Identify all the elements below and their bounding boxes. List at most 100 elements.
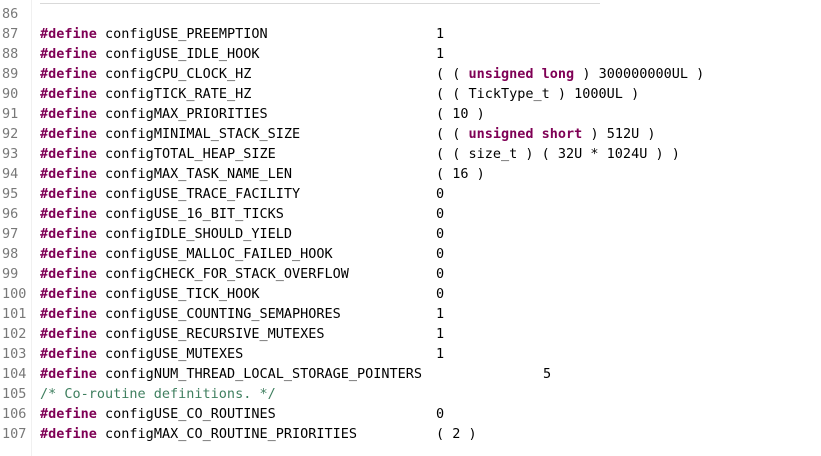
previous-line-hint <box>40 0 600 4</box>
line-number: 106 <box>2 406 27 422</box>
line-number: 90 <box>2 86 19 102</box>
macro-value: ( 10 ) <box>436 104 485 124</box>
line-number: 88 <box>2 46 19 62</box>
code-text: #define configUSE_COUNTING_SEMAPHORES <box>40 304 341 324</box>
value-text: ) 512U ) <box>582 126 656 142</box>
code-text: #define configMINIMAL_STACK_SIZE <box>40 124 300 144</box>
code-text: /* Co-routine definitions. */ <box>40 384 276 404</box>
macro-name: configUSE_CO_ROUTINES <box>105 406 276 422</box>
code-line[interactable]: 97 #define configIDLE_SHOULD_YIELD 0 <box>0 224 821 244</box>
line-number: 105 <box>2 386 27 402</box>
type-keyword: unsigned long <box>468 66 575 82</box>
macro-name: configUSE_MALLOC_FAILED_HOOK <box>105 246 333 262</box>
macro-value: 0 <box>436 284 444 304</box>
code-text: #define configUSE_MUTEXES <box>40 344 243 364</box>
type-keyword: unsigned short <box>468 126 583 142</box>
macro-name: configMAX_TASK_NAME_LEN <box>105 166 292 182</box>
value-text: ( 2 ) <box>436 426 477 442</box>
macro-value: ( ( TickType_t ) 1000UL ) <box>436 84 639 104</box>
macro-value: 0 <box>436 264 444 284</box>
line-number: 93 <box>2 146 19 162</box>
code-line[interactable]: 105 /* Co-routine definitions. */ <box>0 384 821 404</box>
macro-value: 0 <box>436 184 444 204</box>
value-text: 0 <box>436 406 445 422</box>
code-line[interactable]: 99#define configCHECK_FOR_STACK_OVERFLOW… <box>0 264 821 284</box>
macro-value: 0 <box>436 404 444 424</box>
define-keyword: #define <box>40 286 97 302</box>
code-line[interactable]: 106 #define configUSE_CO_ROUTINES 0 <box>0 404 821 424</box>
code-text: #define configMAX_PRIORITIES <box>40 104 268 124</box>
code-text: #define configTICK_RATE_HZ <box>40 84 251 104</box>
line-number: 87 <box>2 26 19 42</box>
macro-name: configCHECK_FOR_STACK_OVERFLOW <box>105 266 349 282</box>
define-keyword: #define <box>40 126 97 142</box>
value-text: ( ( <box>436 126 469 142</box>
value-text: 0 <box>436 226 445 242</box>
define-keyword: #define <box>40 66 97 82</box>
define-keyword: #define <box>40 326 97 342</box>
macro-name: configTOTAL_HEAP_SIZE <box>105 146 276 162</box>
line-number: 91 <box>2 106 19 122</box>
code-comment: /* Co-routine definitions. */ <box>40 386 276 402</box>
macro-name: configIDLE_SHOULD_YIELD <box>105 226 292 242</box>
code-text: #define configUSE_CO_ROUTINES <box>40 404 276 424</box>
macro-value: 1 <box>436 344 444 364</box>
code-text: #define configUSE_TRACE_FACILITY <box>40 184 300 204</box>
code-line[interactable]: 91 #define configMAX_PRIORITIES ( 10 ) <box>0 104 821 124</box>
line-number: 100 <box>2 286 27 302</box>
line-number: 103 <box>2 346 27 362</box>
code-text: #define configMAX_TASK_NAME_LEN <box>40 164 292 184</box>
macro-name: configUSE_MUTEXES <box>105 346 244 362</box>
value-text: ( ( size_t ) ( 32U * 1024U ) ) <box>436 146 680 162</box>
value-text: 1 <box>436 46 445 62</box>
macro-value: 0 <box>436 204 444 224</box>
code-text: #define configNUM_THREAD_LOCAL_STORAGE_P… <box>40 364 422 384</box>
code-text: #define configIDLE_SHOULD_YIELD <box>40 224 292 244</box>
code-line[interactable]: 101#define configUSE_COUNTING_SEMAPHORES… <box>0 304 821 324</box>
code-line[interactable]: 96 #define configUSE_16_BIT_TICKS 0 <box>0 204 821 224</box>
define-keyword: #define <box>40 246 97 262</box>
code-line[interactable]: 104 #define configNUM_THREAD_LOCAL_STORAG… <box>0 364 821 384</box>
macro-value: ( ( unsigned short ) 512U ) <box>436 124 655 144</box>
code-line[interactable]: 92#define configMINIMAL_STACK_SIZE( ( un… <box>0 124 821 144</box>
value-text: 0 <box>436 186 445 202</box>
code-line[interactable]: 86 <box>0 4 821 24</box>
macro-value: 0 <box>436 244 444 264</box>
code-line[interactable]: 89#define configCPU_CLOCK_HZ( ( unsigned… <box>0 64 821 84</box>
macro-name: configUSE_TRACE_FACILITY <box>105 186 301 202</box>
value-text: 1 <box>436 326 445 342</box>
value-text: 1 <box>436 346 445 362</box>
value-text: 0 <box>436 206 445 222</box>
line-number: 96 <box>2 206 19 222</box>
define-keyword: #define <box>40 146 97 162</box>
macro-name: configUSE_16_BIT_TICKS <box>105 206 284 222</box>
line-number: 98 <box>2 246 19 262</box>
code-text: #define configUSE_MALLOC_FAILED_HOOK <box>40 244 333 264</box>
macro-value: 0 <box>436 224 444 244</box>
code-text: #define configUSE_IDLE_HOOK <box>40 44 259 64</box>
code-text: #define configUSE_16_BIT_TICKS <box>40 204 284 224</box>
value-text: 5 <box>543 366 552 382</box>
define-keyword: #define <box>40 306 97 322</box>
line-number: 107 <box>2 426 27 442</box>
code-line[interactable]: 93 #define configTOTAL_HEAP_SIZE ( ( size_… <box>0 144 821 164</box>
line-number: 97 <box>2 226 19 242</box>
code-line[interactable]: 103 #define configUSE_MUTEXES 1 <box>0 344 821 364</box>
macro-value: ( 2 ) <box>436 424 477 444</box>
code-line[interactable]: 88 #define configUSE_IDLE_HOOK 1 <box>0 44 821 64</box>
value-text: ( ( <box>436 66 469 82</box>
macro-name: configTICK_RATE_HZ <box>105 86 252 102</box>
macro-name: configUSE_IDLE_HOOK <box>105 46 260 62</box>
code-line[interactable]: 107#define configMAX_CO_ROUTINE_PRIORITI… <box>0 424 821 444</box>
code-line[interactable]: 90 #define configTICK_RATE_HZ ( ( TickType… <box>0 84 821 104</box>
macro-name: configUSE_COUNTING_SEMAPHORES <box>105 306 341 322</box>
define-keyword: #define <box>40 106 97 122</box>
code-line[interactable]: 98 #define configUSE_MALLOC_FAILED_HOOK 0 <box>0 244 821 264</box>
line-number: 104 <box>2 366 27 382</box>
code-line[interactable]: 94#define configMAX_TASK_NAME_LEN( 16 ) <box>0 164 821 184</box>
